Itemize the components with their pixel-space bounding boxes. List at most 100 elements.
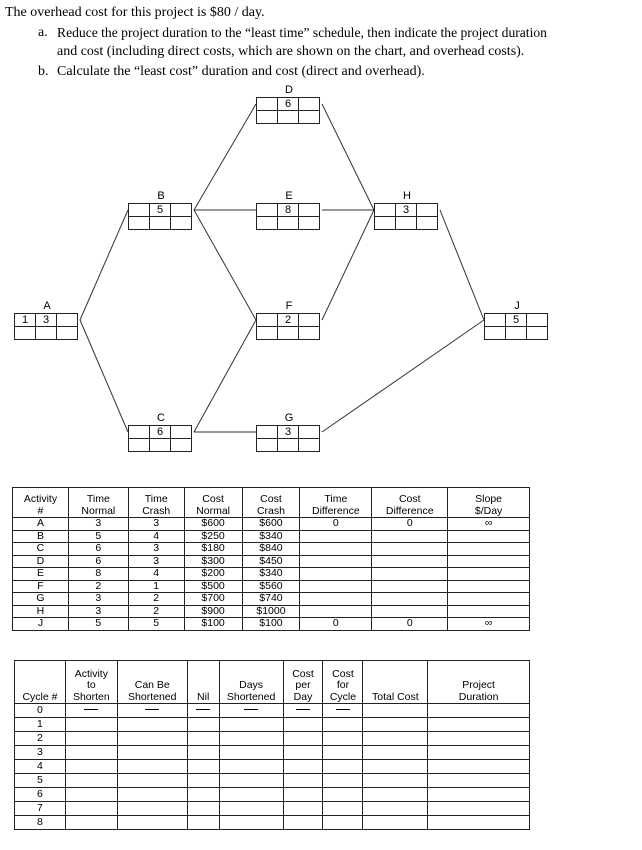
header-line: Shorten: [72, 690, 110, 703]
table-row: 5: [14, 773, 530, 788]
table-cell: [186, 815, 220, 830]
node-cell: [256, 97, 278, 111]
node-cell: [277, 216, 299, 230]
table-cell: 5: [127, 617, 185, 631]
table-cell: [218, 787, 284, 802]
table-cell: J: [12, 617, 69, 631]
table-cell: 3: [127, 554, 185, 568]
table-cell: ∞: [447, 517, 530, 531]
table-cell: [218, 745, 284, 760]
edge-d-h: [321, 103, 375, 211]
header-line: Project: [462, 679, 495, 691]
table-cell: $700: [183, 592, 243, 606]
table-cell: [322, 717, 364, 732]
table-cell: [427, 731, 530, 746]
table-cell: 8: [14, 815, 66, 830]
table-cell: [299, 592, 373, 606]
node-cell: [256, 313, 278, 327]
node-cell: [505, 326, 527, 340]
node-cell: [256, 203, 278, 217]
header-line: Slope: [475, 493, 503, 505]
header-line: to: [86, 679, 96, 691]
header-line: Crash: [256, 504, 285, 517]
node-label: D: [285, 84, 293, 96]
table-row: 8: [14, 815, 530, 830]
dash-mark: [196, 709, 211, 711]
table-cell: [299, 579, 373, 593]
table-cell: 4: [127, 529, 185, 543]
table-cell: 3: [127, 517, 185, 531]
table-cell: 4: [127, 567, 185, 581]
node-late-row: [256, 438, 322, 452]
node-cell: [526, 313, 548, 327]
node-cell: 3: [35, 313, 57, 327]
table-cell: [447, 554, 530, 568]
node-cell: [298, 203, 320, 217]
table-cell: [362, 801, 429, 816]
header-line: Time: [144, 493, 168, 505]
header-line: Cycle: [329, 690, 357, 703]
node-label: H: [403, 190, 411, 202]
table-cell: [64, 717, 118, 732]
table-cell: [64, 787, 118, 802]
table-cell: [427, 773, 530, 788]
table-cell: [427, 759, 530, 774]
column-header: Slope$/Day: [447, 487, 530, 518]
table-cell: 3: [14, 745, 66, 760]
edge-c-f: [193, 319, 257, 433]
table-cell: 2: [127, 604, 185, 618]
table-cell: [116, 773, 188, 788]
header-line: $/Day: [474, 504, 503, 517]
table-cell: $450: [241, 554, 301, 568]
node-cell: [170, 216, 192, 230]
node-cell: [170, 438, 192, 452]
table-cell: 0: [299, 517, 373, 531]
node-cell: [256, 425, 278, 439]
header-line: Crash: [142, 504, 171, 517]
table-cell: [362, 759, 429, 774]
table-cell: [427, 787, 530, 802]
header-line: Total Cost: [371, 690, 419, 703]
table-cell: A: [12, 517, 69, 531]
table-cell: [186, 759, 220, 774]
node-cell: [128, 203, 150, 217]
table-cell: [322, 703, 364, 718]
header-line: Nil: [197, 690, 210, 703]
table-cell: [371, 542, 449, 556]
node-cell: [298, 326, 320, 340]
table-cell: [64, 745, 118, 760]
table-cell: [362, 703, 429, 718]
node-cell: [298, 438, 320, 452]
node-cell: [56, 326, 78, 340]
node-label: C: [157, 412, 165, 424]
table-cell: $250: [183, 529, 243, 543]
table-cell: [371, 604, 449, 618]
table-cell: [282, 759, 324, 774]
table-cell: [64, 773, 118, 788]
table-cell: [218, 815, 284, 830]
table-cell: [186, 745, 220, 760]
table-cell: [64, 759, 118, 774]
table-cell: [427, 717, 530, 732]
table-cell: [64, 731, 118, 746]
table-cell: [427, 801, 530, 816]
table-cell: $200: [183, 567, 243, 581]
header-line: Days: [239, 679, 264, 691]
header-line: Difference: [312, 504, 360, 517]
node-cell: 3: [277, 425, 299, 439]
table-cell: [447, 604, 530, 618]
table-cell: [322, 745, 364, 760]
table-cell: [362, 787, 429, 802]
table-cell: 0: [299, 617, 373, 631]
